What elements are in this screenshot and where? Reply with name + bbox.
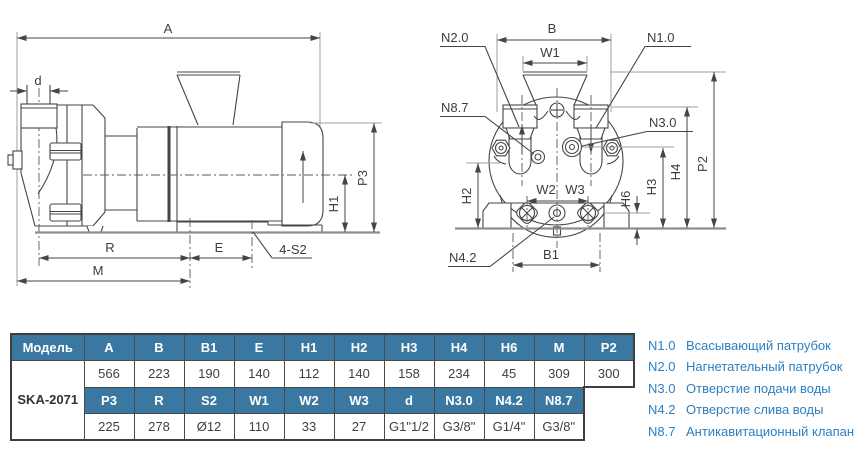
empty-cell [584,413,634,440]
header-cell: A [83,333,135,361]
dim-label-h2: H2 [459,188,474,205]
value-cell: G1"1/2 [383,412,435,441]
legend-label: Всасывающий патрубок [686,338,831,353]
header-cell: H1 [283,333,335,361]
legend-code: N2.0 [648,359,676,375]
value-cell: 223 [133,360,185,388]
table-value-row: SKA-2071 566 223 190 140 112 140 158 234… [10,360,635,441]
legend-item: N2.0 Нагнетательный патрубок [648,356,864,377]
dim-label-r: R [105,240,114,255]
header-cell: E [233,333,285,361]
value-cell: G3/8" [433,412,485,441]
table-value-row-2: 225 278 Ø12 110 33 27 G1"1/2 G3/8" G1/4"… [11,412,634,441]
header-cell: S2 [183,386,235,414]
value-cell: 140 [333,360,385,388]
technical-drawings: A d [7,21,726,288]
header-cell: B [133,333,185,361]
legend-code: N3.0 [648,380,676,396]
value-cell: 112 [283,360,335,388]
value-cell: G3/8" [533,412,585,441]
legend-label: Отверстие подачи воды [686,380,831,396]
dim-label-m: M [93,263,104,278]
legend-code: N4.2 [648,402,676,418]
dimension-table: Модель A B B1 E H1 H2 H3 H4 H6 M P2 SKA-… [10,333,635,441]
value-cell: 309 [533,360,585,388]
value-cell: 27 [333,412,385,441]
value-cell: 33 [283,412,335,441]
header-cell: H2 [333,333,385,361]
value-cell: 140 [233,360,285,388]
value-cell: Ø12 [183,412,235,441]
header-cell: M [533,333,585,361]
dim-label-h4: H4 [668,164,683,181]
legend-item: N8.7 Антикавитационный клапан [648,421,864,442]
dim-label-4s2: 4-S2 [279,242,306,257]
header-cell: W1 [233,386,285,414]
header-cell: P2 [583,333,635,361]
callout-n2: N2.0 [441,30,468,45]
dim-label-b: B [548,21,557,36]
model-name-cell: SKA-2071 [10,360,85,441]
value-cell: 190 [183,360,235,388]
dim-label-b1: B1 [543,247,559,262]
dim-label-a: A [164,21,173,36]
value-cell: 300 [583,360,635,388]
header-cell: B1 [183,333,235,361]
legend-item: N4.2 Отверстие слива воды [648,399,864,420]
port-legend: N1.0 Всасывающий патрубок N2.0 Нагнетате… [648,335,864,442]
header-cell: R [133,386,185,414]
dim-label-h1: H1 [326,196,341,213]
table-header-row-2: P3 R S2 W1 W2 W3 d N3.0 N4.2 N8.7 [11,386,634,414]
dim-label-e: E [215,240,224,255]
empty-cell [584,387,634,413]
callout-n1: N1.0 [647,30,674,45]
dim-label-p2: P2 [695,156,710,172]
dim-label-w3: W3 [565,182,585,197]
header-cell: H3 [383,333,435,361]
dim-label-w1: W1 [540,45,560,60]
dim-label-h3: H3 [644,179,659,196]
legend-code: N1.0 [648,338,676,353]
dim-label-d: d [34,73,41,88]
header-cell: H4 [433,333,485,361]
dim-label-w2: W2 [536,182,556,197]
anticavitation-valve [530,149,546,165]
value-cell: G1/4" [483,412,535,441]
value-cell: 225 [83,412,135,441]
header-cell: N8.7 [533,386,585,414]
header-cell: H6 [483,333,535,361]
header-cell: N3.0 [433,386,485,414]
value-cell: 234 [433,360,485,388]
legend-code: N8.7 [648,423,676,439]
value-cell: 158 [383,360,435,388]
table-header-row: Модель A B B1 E H1 H2 H3 H4 H6 M P2 [10,333,635,361]
legend-label: Антикавитационный клапан [686,423,855,439]
header-cell: d [383,386,435,414]
value-cell: 278 [133,412,185,441]
legend-item: N3.0 Отверстие подачи воды [648,378,864,399]
model-header-cell: Модель [10,333,85,361]
value-cell: 45 [483,360,535,388]
legend-item: N1.0 Всасывающий патрубок [648,335,864,356]
legend-label: Отверстие слива воды [686,402,824,418]
value-cell: 110 [233,412,285,441]
callout-n3: N3.0 [649,115,676,130]
front-view-drawing: B W1 [440,21,726,272]
side-view-drawing: A d [7,21,382,288]
callout-n8: N8.7 [441,100,468,115]
callout-n4: N4.2 [449,250,476,265]
dim-label-h6: H6 [618,191,633,208]
dim-label-p3: P3 [355,170,370,186]
header-cell: W3 [333,386,385,414]
header-cell: W2 [283,386,335,414]
header-cell: N4.2 [483,386,535,414]
value-cell: 566 [83,360,135,388]
legend-label: Нагнетательный патрубок [686,359,843,375]
header-cell: P3 [83,386,135,414]
